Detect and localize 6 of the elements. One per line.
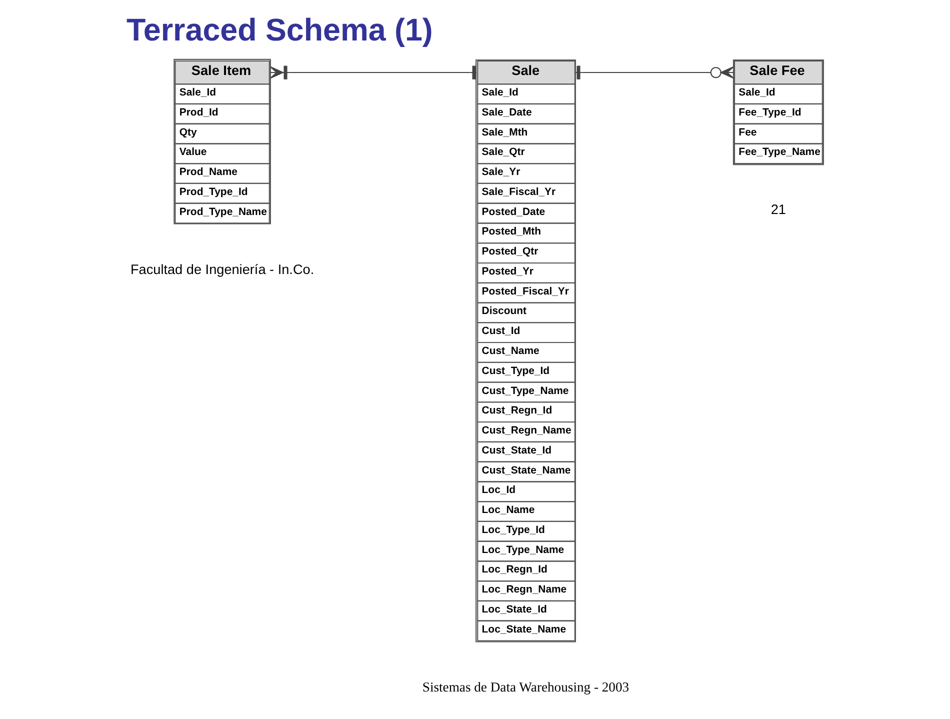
diagram-title: Terraced Schema (1) (126, 12, 433, 48)
connector (270, 66, 477, 80)
label: Sistemas de Data Warehousing - 2003 (422, 679, 630, 694)
connector (576, 66, 734, 80)
label: Facultad de Ingeniería - In.Co. (130, 262, 314, 277)
label: 21 (770, 202, 786, 218)
